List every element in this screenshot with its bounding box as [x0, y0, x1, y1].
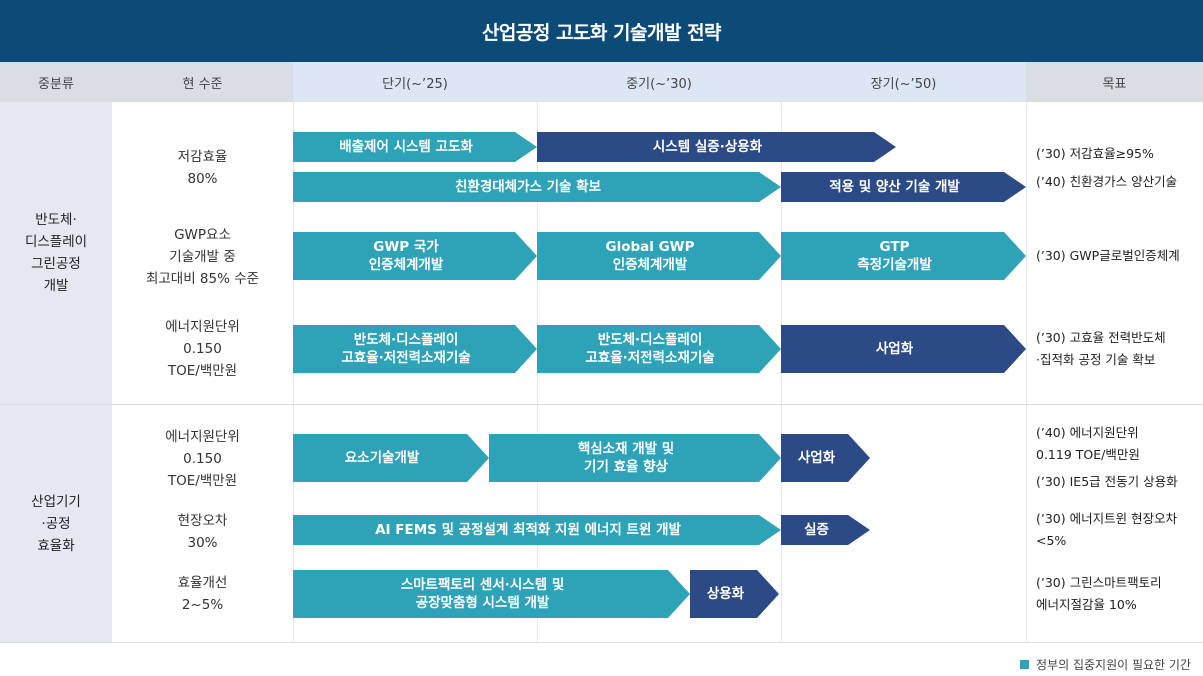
goal-energy-unit: (’40) 에너지원단위 0.119 TOE/백만원 — [1036, 425, 1140, 462]
arrow-material-short: 반도체·디스플레이 고효율·저전력소재기술 — [293, 325, 537, 373]
goal-eco-gas: (’40) 친환경가스 양산기술 — [1036, 174, 1178, 189]
header-short: 단기(~’25) — [293, 62, 537, 102]
arrow-gwp-global: Global GWP 인증체계개발 — [537, 232, 781, 280]
level-gwp: GWP요소 기술개발 중 최고대비 85% 수준 — [145, 227, 260, 287]
page-title: 산업공정 고도화 기술개발 전략 — [0, 0, 1203, 62]
level-energy-unit-1: 에너지원단위 0.150 TOE/백만원 — [165, 319, 240, 379]
legend: 정부의 집중지원이 필요한 기간 — [1020, 656, 1191, 673]
arrow-core-material: 핵심소재 개발 및 기기 효율 향상 — [489, 434, 781, 482]
legend-teal-square-icon — [1020, 660, 1030, 669]
goal-power-semiconductor: (’30) 고효율 전력반도체 ·집적화 공정 기술 확보 — [1036, 330, 1166, 367]
header-goal: 목표 — [1026, 62, 1203, 102]
header-level: 현 수준 — [112, 62, 293, 102]
arrow-commercialize: 상용화 — [690, 570, 779, 618]
header-long: 장기(~’50) — [781, 62, 1026, 102]
arrow-system-demo: 시스템 실증·상용화 — [537, 132, 896, 162]
header-mid: 중기(~’30) — [537, 62, 781, 102]
arrow-eco-gas: 친환경대체가스 기술 확보 — [293, 172, 781, 202]
header-category: 중분류 — [0, 62, 112, 102]
category-industrial: 산업기기 ·공정 효율화 — [0, 405, 112, 642]
arrow-material-mid: 반도체·디스플레이 고효율·저전력소재기술 — [537, 325, 781, 373]
level-field-error: 현장오차 30% — [177, 513, 228, 551]
goal-smart-factory: (’30) 그린스마트팩토리 에너지절감율 10% — [1036, 575, 1162, 612]
goal-reduction: (’30) 저감효율≥95% — [1036, 146, 1154, 161]
arrow-demonstration: 실증 — [781, 515, 870, 545]
arrow-element-tech: 요소기술개발 — [293, 434, 489, 482]
level-reduction-efficiency: 저감효율 80% — [177, 149, 228, 187]
arrow-gwp-national: GWP 국가 인증체계개발 — [293, 232, 537, 280]
arrow-gtp: GTP 측정기술개발 — [781, 232, 1026, 280]
goal-ie5-motor: (’30) IE5급 전동기 상용화 — [1036, 474, 1178, 489]
category-semiconductor: 반도체· 디스플레이 그린공정 개발 — [0, 102, 112, 404]
arrow-ai-fems: AI FEMS 및 공정설계 최적화 지원 에너지 트윈 개발 — [293, 515, 781, 545]
table-bottom-line — [0, 642, 1203, 643]
level-energy-unit-2: 에너지원단위 0.150 TOE/백만원 — [165, 429, 240, 489]
grid-line — [1026, 102, 1027, 642]
arrow-smart-factory: 스마트팩토리 센서·시스템 및 공장맞춤형 시스템 개발 — [293, 570, 690, 618]
arrow-emission-control: 배출제어 시스템 고도화 — [293, 132, 537, 162]
arrow-commercialization-1: 사업화 — [781, 325, 1026, 373]
goal-gwp: (’30) GWP글로벌인증체계 — [1036, 248, 1180, 263]
level-efficiency-improvement: 효율개선 2~5% — [177, 575, 228, 613]
legend-label: 정부의 집중지원이 필요한 기간 — [1036, 658, 1191, 672]
section-divider — [0, 404, 1203, 405]
goal-energy-twin: (’30) 에너지트윈 현장오차 <5% — [1036, 511, 1178, 548]
arrow-commercialization-2: 사업화 — [781, 434, 870, 482]
arrow-mass-production: 적용 및 양산 기술 개발 — [781, 172, 1026, 202]
